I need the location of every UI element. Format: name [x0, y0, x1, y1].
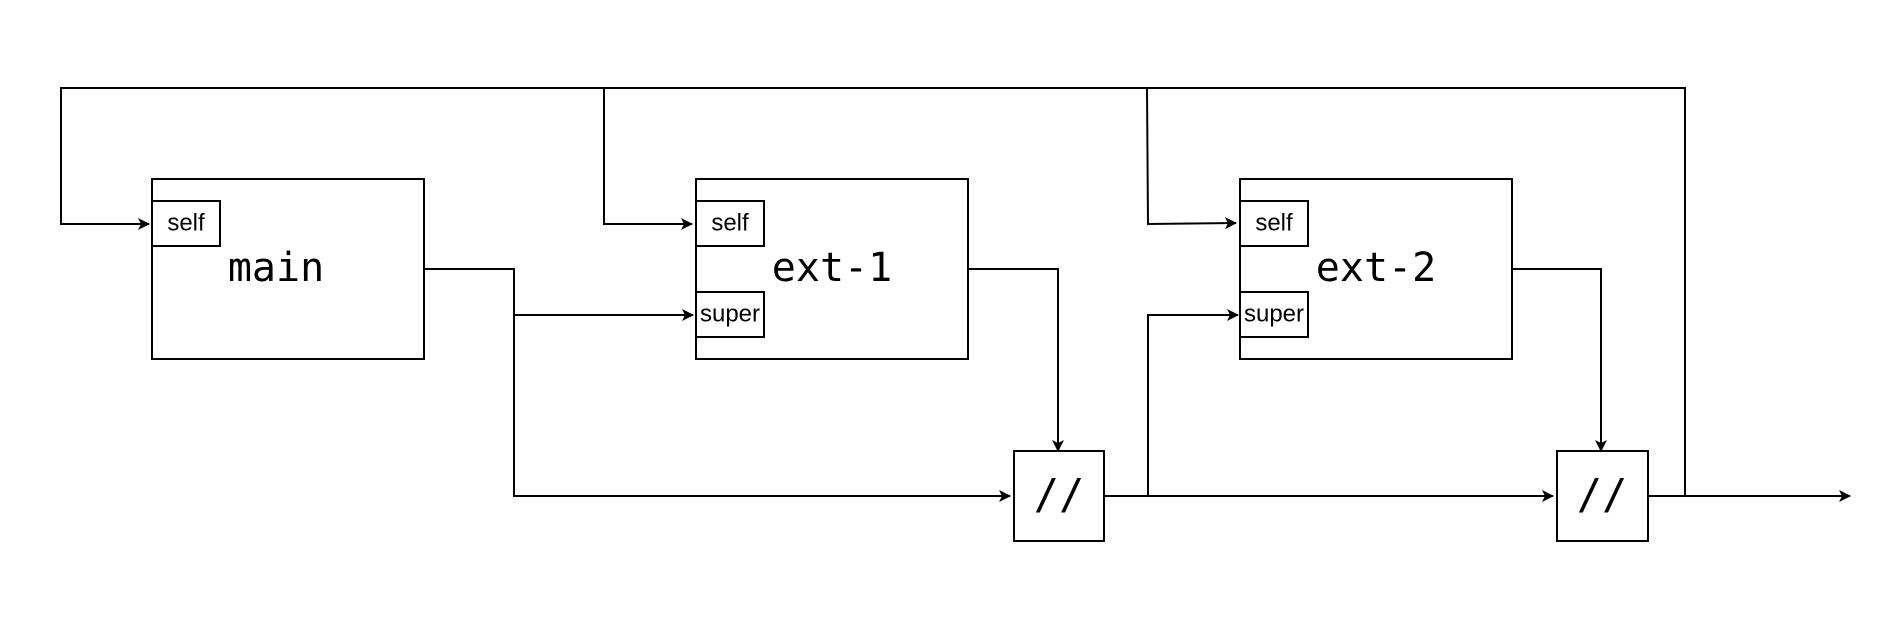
ext1-self-port-label: self	[711, 209, 749, 236]
main-block: main self	[151, 178, 425, 360]
ext1-output-line	[968, 268, 1064, 452]
ext2-self-port: self	[1239, 200, 1309, 247]
operator-1: //	[1013, 450, 1105, 542]
main-self-port-label: self	[167, 209, 205, 236]
ext2-super-port: super	[1239, 291, 1309, 338]
ext2-self-port-label: self	[1255, 209, 1293, 236]
feedback-to-ext1-self	[603, 88, 693, 230]
ext1-block-label: ext-1	[772, 245, 892, 291]
operator-2: //	[1556, 450, 1649, 542]
ext1-super-port: super	[695, 291, 765, 338]
main-self-port: self	[151, 200, 221, 247]
ext2-output-line	[1512, 268, 1607, 452]
operator-2-label: //	[1577, 470, 1628, 519]
ext2-block-label: ext-2	[1316, 245, 1436, 291]
main-output-line	[424, 268, 1011, 502]
main-block-label: main	[228, 245, 324, 291]
ext1-super-port-label: super	[700, 300, 760, 327]
ext1-self-port: self	[695, 200, 765, 247]
operator-1-label: //	[1034, 470, 1085, 519]
ext2-super-port-label: super	[1244, 300, 1304, 327]
ext2-block: ext-2 self super	[1239, 178, 1513, 360]
ext1-block: ext-1 self super	[695, 178, 969, 360]
feedback-bus-line	[60, 87, 1686, 496]
feedback-to-ext2-self	[1146, 87, 1237, 230]
op1-to-ext2-super	[1147, 309, 1239, 496]
